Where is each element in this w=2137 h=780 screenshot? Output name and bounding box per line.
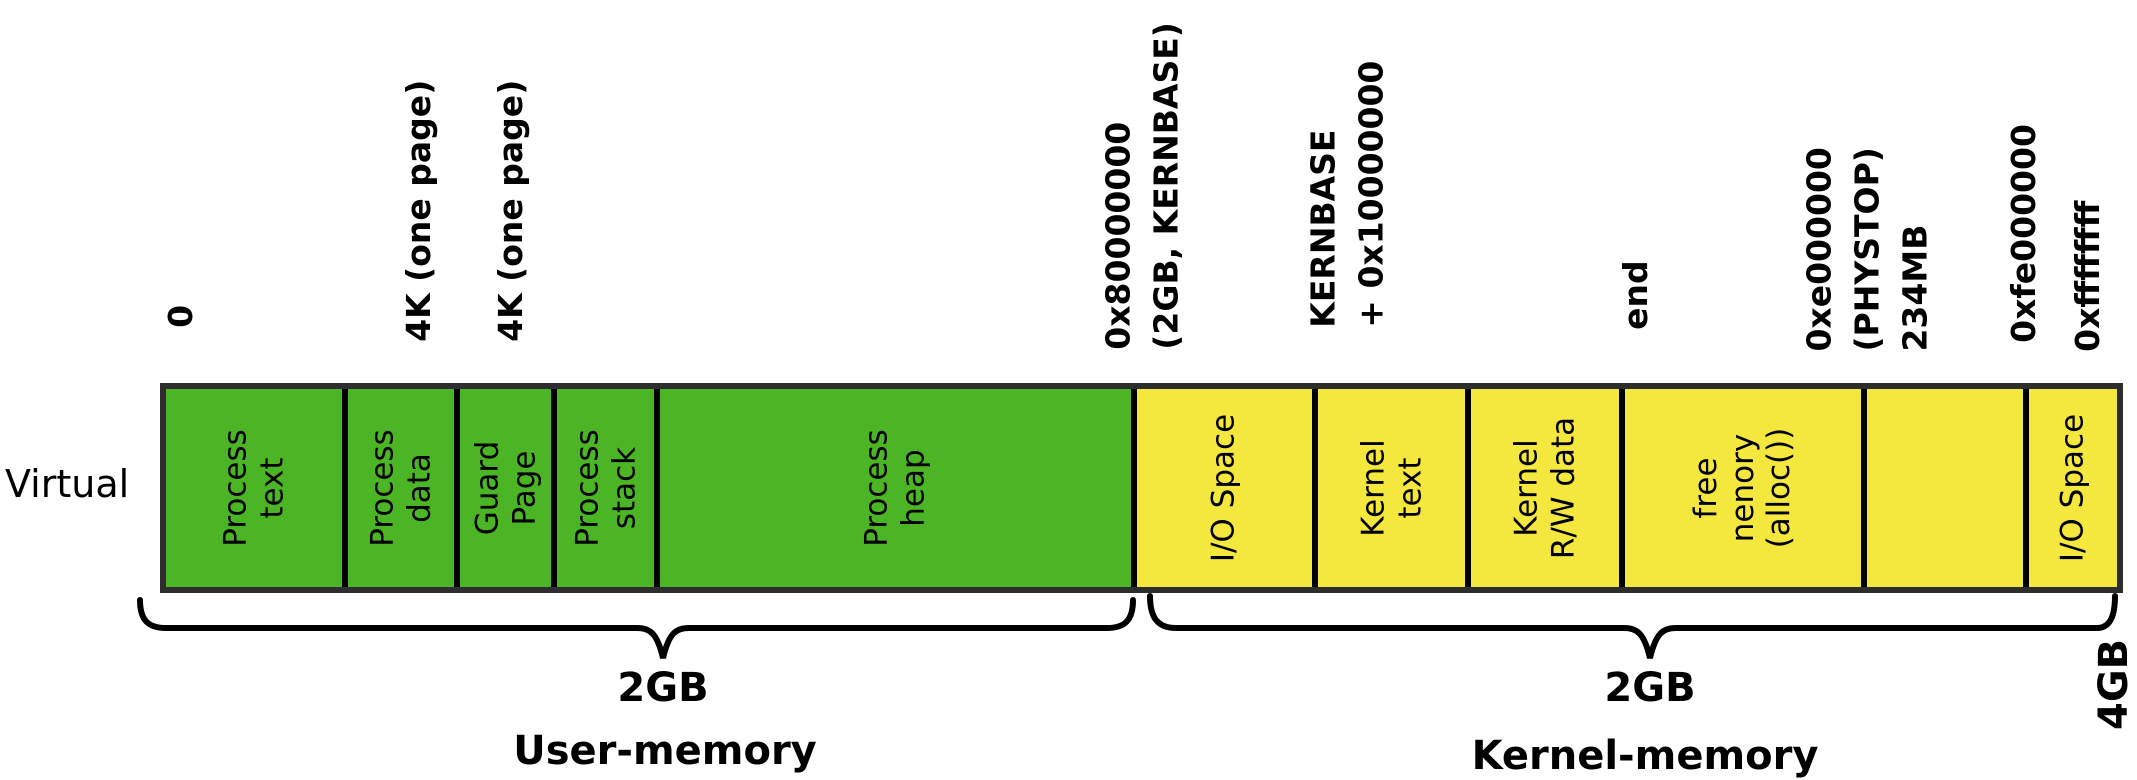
segment-free-memory: free nenory (alloc())	[1624, 389, 1867, 587]
addr-label-kernbase: 0x80000000 (2GB, KERNBASE)	[1098, 22, 1186, 350]
segment-label: Process text	[217, 429, 290, 547]
kernel-region-label: Kernel-memory	[1471, 733, 1819, 779]
segment-label: Process heap	[858, 429, 932, 547]
virtual-axis-label: Virtual	[5, 462, 130, 506]
segment-label: free nenory (alloc())	[1687, 427, 1798, 549]
addr-label-kernbase-plus: KERNBASE + 0x10000000	[1303, 60, 1391, 328]
addr-label-zero: 0	[161, 305, 201, 328]
segment-label: Process data	[364, 429, 437, 547]
kernel-size-label: 2GB	[1604, 665, 1696, 711]
segment-guard-page: Guard Page	[459, 389, 558, 587]
segment-label: I/O Space	[2054, 413, 2091, 563]
segment-process-heap: Process heap	[659, 389, 1137, 587]
addr-label-devspace: 0xfe000000	[2004, 124, 2044, 343]
addr-label-top-address: 0xffffffff	[2068, 200, 2108, 352]
user-brace	[137, 597, 1136, 659]
addr-label-stack-4k: 4K (one page)	[491, 79, 531, 342]
user-region-label: User-memory	[513, 728, 817, 774]
segment-process-stack: Process stack	[557, 389, 660, 587]
segment-label: Guard Page	[468, 440, 542, 536]
segment-label: Kernel text	[1355, 439, 1428, 537]
segment-process-data: Process data	[347, 389, 460, 587]
memory-bar: Process text Process data Guard Page Pro…	[160, 383, 2123, 593]
segment-io-space-low: I/O Space	[1136, 389, 1319, 587]
kernel-brace	[1147, 593, 2118, 659]
segment-process-text: Process text	[166, 389, 348, 587]
segment-label: I/O Space	[1206, 413, 1243, 563]
segment-kernel-rw-data: Kernel R/W data	[1470, 389, 1625, 587]
total-size-label: 4GB	[2091, 638, 2137, 730]
segment-label: Kernel R/W data	[1508, 416, 1581, 560]
segment-io-space-high: I/O Space	[2029, 389, 2118, 587]
addr-label-phystop: 0xe000000 (PHYSTOP) 234MB	[1799, 147, 1935, 352]
segment-kernel-text: Kernel text	[1318, 389, 1471, 587]
user-size-label: 2GB	[617, 665, 709, 711]
addr-label-guard-4k: 4K (one page)	[399, 79, 439, 342]
addr-label-end: end	[1616, 260, 1656, 331]
segment-unused	[1866, 389, 2030, 587]
segment-label: Process stack	[569, 429, 642, 547]
